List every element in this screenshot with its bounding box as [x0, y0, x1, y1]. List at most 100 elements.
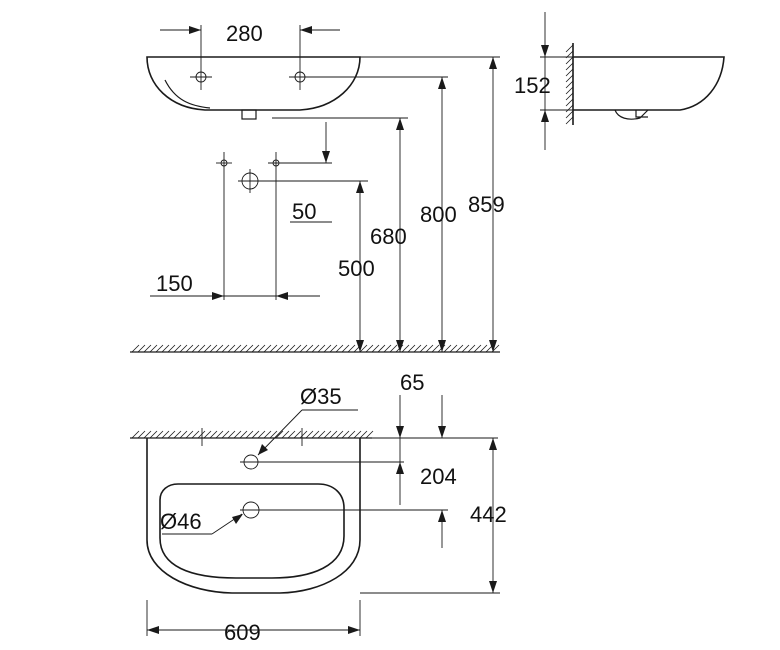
hatch-stroke	[263, 430, 272, 439]
trap-connection	[238, 169, 368, 193]
hatch-stroke	[329, 430, 338, 439]
hatch-stroke	[479, 344, 488, 353]
hatch-stroke	[565, 92, 574, 101]
hatch-stroke	[299, 344, 308, 353]
hatch-stroke	[161, 344, 170, 353]
wall-hatching	[565, 44, 574, 125]
hatch-stroke	[251, 430, 260, 439]
hatch-stroke	[281, 430, 290, 439]
hatch-stroke	[461, 344, 470, 353]
hatch-stroke	[565, 110, 574, 119]
hatch-stroke	[395, 344, 404, 353]
tap-hole-left	[190, 64, 212, 90]
hatch-stroke	[131, 344, 140, 353]
plan-view: Ø35 Ø46 65 204 442 609	[130, 370, 507, 645]
hatch-stroke	[371, 344, 380, 353]
hatch-stroke	[565, 62, 574, 71]
hatch-stroke	[293, 430, 302, 439]
hatch-stroke	[431, 344, 440, 353]
hatch-stroke	[443, 344, 452, 353]
hatch-stroke	[215, 344, 224, 353]
hatch-stroke	[347, 430, 356, 439]
hatch-stroke	[173, 430, 182, 439]
dim-dia35-label: Ø35	[300, 384, 342, 409]
hatch-stroke	[233, 344, 242, 353]
dim-204-label: 204	[420, 464, 457, 489]
hatch-stroke	[377, 344, 386, 353]
hatch-stroke	[245, 344, 254, 353]
hatch-stroke	[245, 430, 254, 439]
basin-side-outline	[573, 56, 725, 111]
dim-680-label: 680	[370, 224, 407, 249]
hatch-stroke	[155, 344, 164, 353]
hatch-stroke	[359, 344, 368, 353]
hatch-stroke	[365, 430, 374, 439]
side-elevation: 152	[514, 12, 725, 150]
hatch-stroke	[251, 344, 260, 353]
hatch-stroke	[179, 430, 188, 439]
dim-150-label: 150	[156, 271, 193, 296]
hatch-stroke	[155, 430, 164, 439]
hatch-stroke	[197, 344, 206, 353]
hatch-stroke	[179, 344, 188, 353]
hatch-stroke	[449, 344, 458, 353]
hatch-stroke	[565, 44, 574, 53]
hatch-stroke	[565, 80, 574, 89]
basin-side-waste	[614, 109, 649, 120]
hatch-stroke	[305, 344, 314, 353]
hatch-stroke	[425, 344, 434, 353]
hatch-stroke	[227, 344, 236, 353]
hatch-stroke	[335, 430, 344, 439]
waste-hole-plan	[240, 501, 448, 519]
hatch-stroke	[305, 430, 314, 439]
dim-65-label: 65	[400, 370, 424, 395]
hatch-stroke	[311, 430, 320, 439]
hatch-stroke	[185, 430, 194, 439]
hatch-stroke	[365, 344, 374, 353]
front-elevation: 280 150 50 500	[130, 21, 505, 353]
hatch-stroke	[317, 344, 326, 353]
hatch-stroke	[317, 430, 326, 439]
hatch-stroke	[239, 430, 248, 439]
hatch-stroke	[149, 344, 158, 353]
hatch-stroke	[407, 344, 416, 353]
hatch-stroke	[329, 344, 338, 353]
hatch-stroke	[419, 344, 428, 353]
hatch-stroke	[257, 344, 266, 353]
hatch-stroke	[347, 344, 356, 353]
hatch-stroke	[565, 86, 574, 95]
dim-500-label: 500	[338, 256, 375, 281]
hatch-stroke	[335, 344, 344, 353]
hatch-stroke	[287, 344, 296, 353]
hatch-stroke	[383, 344, 392, 353]
hatch-stroke	[311, 344, 320, 353]
hatch-stroke	[221, 344, 230, 353]
hatch-stroke	[359, 430, 368, 439]
hatch-stroke	[323, 344, 332, 353]
hatch-stroke	[221, 430, 230, 439]
hatch-stroke	[263, 344, 272, 353]
hatch-stroke	[191, 344, 200, 353]
hatch-stroke	[353, 430, 362, 439]
hatch-stroke	[565, 56, 574, 65]
hatch-stroke	[341, 430, 350, 439]
floor-line	[130, 344, 500, 353]
hatch-stroke	[227, 430, 236, 439]
hatch-stroke	[161, 430, 170, 439]
hatch-stroke	[137, 430, 146, 439]
hatch-stroke	[565, 98, 574, 107]
hatch-stroke	[209, 430, 218, 439]
basin-front-inner-curve	[164, 79, 211, 109]
hatch-stroke	[173, 344, 182, 353]
hatch-stroke	[293, 344, 302, 353]
hatch-stroke	[275, 430, 284, 439]
dim-152-label: 152	[514, 73, 551, 98]
hatch-stroke	[281, 344, 290, 353]
hatch-stroke	[209, 344, 218, 353]
hatch-stroke	[203, 344, 212, 353]
dim-280-label: 280	[226, 21, 263, 46]
dim-609-label: 609	[224, 620, 261, 645]
hatch-stroke	[185, 344, 194, 353]
hatch-stroke	[455, 344, 464, 353]
